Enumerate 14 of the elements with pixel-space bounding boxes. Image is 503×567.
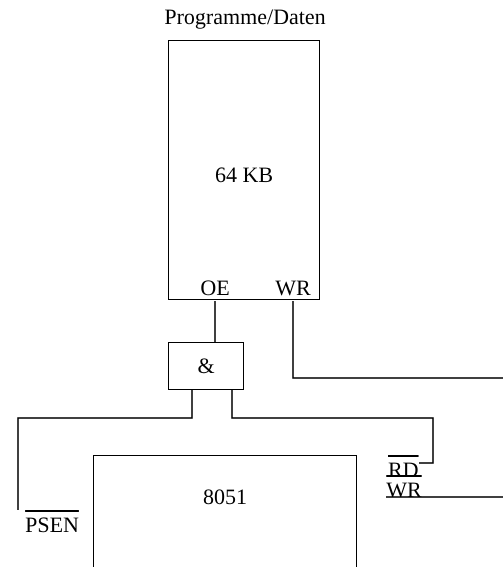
signal-line xyxy=(214,301,216,342)
microcontroller-block: 8051 xyxy=(93,455,357,567)
and-gate: & xyxy=(168,342,244,390)
pin-label: PSEN xyxy=(18,514,86,536)
signal-line xyxy=(17,390,193,510)
pin-label: OE xyxy=(195,277,235,299)
pin-label: WR xyxy=(273,277,313,299)
block-heading: Programme/Daten xyxy=(163,6,327,28)
signal-line xyxy=(386,496,503,498)
signal-line xyxy=(292,301,503,379)
pin-label: RD xyxy=(388,459,418,481)
block-label: 64 KB xyxy=(214,164,274,186)
signal-line xyxy=(231,390,434,464)
pin-label: WR xyxy=(386,479,422,501)
